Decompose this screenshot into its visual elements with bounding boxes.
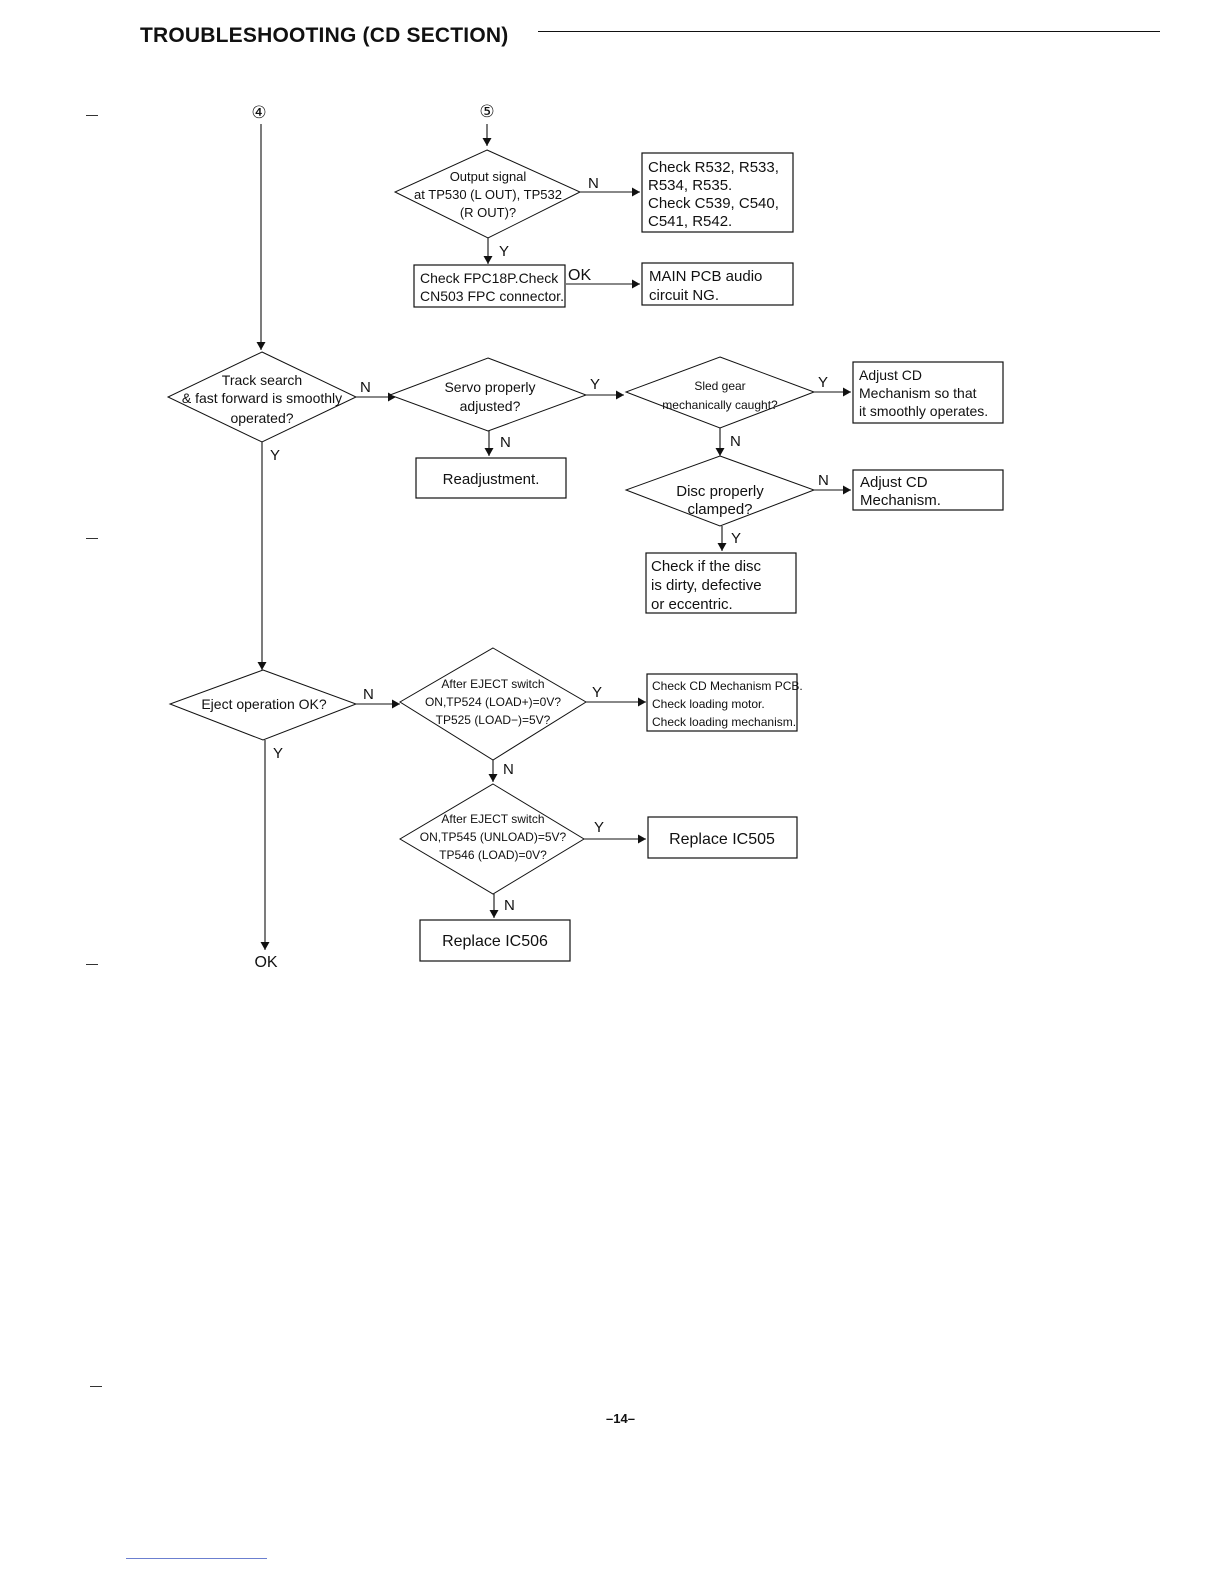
decision-text: Track search xyxy=(222,372,302,388)
page-title: TROUBLESHOOTING (CD SECTION) xyxy=(140,24,509,47)
end-ok: OK xyxy=(254,954,277,971)
box-text: Mechanism so that xyxy=(859,385,977,401)
box-text: Check FPC18P.Check xyxy=(420,270,559,286)
box-text: is dirty, defective xyxy=(651,577,762,594)
decision-text: Sled gear xyxy=(694,379,745,393)
decision-text: After EJECT switch xyxy=(441,812,544,826)
box-adjust-cd-1: Adjust CD Mechanism so that it smoothly … xyxy=(852,361,1004,424)
edge-label: Y xyxy=(592,684,602,701)
decision-track-search: Track search & fast forward is smoothly … xyxy=(166,351,358,443)
edge-label: N xyxy=(503,761,514,778)
edge-label: N xyxy=(360,379,371,396)
edge-label: Y xyxy=(590,376,600,393)
connector-4: ④ xyxy=(251,103,266,122)
decision-text: TP546 (LOAD)=0V? xyxy=(439,848,547,862)
decision-text: at TP530 (L OUT), TP532 xyxy=(414,187,562,202)
box-text: Mechanism. xyxy=(860,492,941,509)
edge-label: N xyxy=(504,897,515,914)
footer-rule xyxy=(126,1558,267,1559)
box-text: it smoothly operates. xyxy=(859,403,988,419)
box-text: MAIN PCB audio xyxy=(649,268,762,285)
decision-text: (R OUT)? xyxy=(460,205,516,220)
edge-label: Y xyxy=(270,447,280,464)
edge-label: N xyxy=(730,433,741,450)
box-replace-ic505: Replace IC505 xyxy=(647,816,798,859)
box-check-fpc: Check FPC18P.Check CN503 FPC connector. xyxy=(413,264,566,308)
decision-text: Output signal xyxy=(450,169,527,184)
decision-text: operated? xyxy=(230,410,293,426)
edge-labels: N Y OK N Y Y N Y N N Y N Y Y N Y N xyxy=(270,175,829,914)
scan-mark xyxy=(86,964,98,965)
edge-label: N xyxy=(818,472,829,489)
decision-sled-gear: Sled gear mechanically caught? xyxy=(624,356,816,429)
edge-label: Y xyxy=(818,374,828,391)
title-rule xyxy=(538,31,1160,32)
edge-label: Y xyxy=(731,530,741,547)
box-check-disc: Check if the disc is dirty, defective or… xyxy=(645,552,797,614)
scan-mark xyxy=(86,538,98,539)
connector-5: ⑤ xyxy=(479,102,494,121)
decision-text: & fast forward is smoothly xyxy=(182,390,342,406)
edge-label: OK xyxy=(568,267,591,284)
box-text: Check loading mechanism. xyxy=(652,715,796,729)
box-check-resistors: Check R532, R533, R534, R535. Check C539… xyxy=(641,152,794,233)
box-text: or eccentric. xyxy=(651,596,733,613)
box-text: circuit NG. xyxy=(649,287,719,304)
box-readjustment: Readjustment. xyxy=(415,457,567,499)
decision-after-eject-2: After EJECT switch ON,TP545 (UNLOAD)=5V?… xyxy=(399,783,585,895)
box-text: Check loading motor. xyxy=(652,697,765,711)
decision-after-eject-1: After EJECT switch ON,TP524 (LOAD+)=0V? … xyxy=(399,647,587,761)
box-text: Check C539, C540, xyxy=(648,195,779,212)
box-text: Check CD Mechanism PCB. xyxy=(652,679,803,693)
decision-text: Eject operation OK? xyxy=(201,696,327,712)
edge-label: Y xyxy=(273,745,283,762)
edge-label: N xyxy=(363,686,374,703)
decision-text: ON,TP524 (LOAD+)=0V? xyxy=(425,695,561,709)
box-text: Adjust CD xyxy=(860,474,928,491)
decision-text: clamped? xyxy=(687,501,752,518)
box-text: Check if the disc xyxy=(651,558,762,575)
decision-text: ON,TP545 (UNLOAD)=5V? xyxy=(420,830,567,844)
decision-text: Servo properly xyxy=(444,379,535,395)
box-text: C541, R542. xyxy=(648,213,732,230)
decision-text: Disc properly xyxy=(676,483,764,500)
scan-mark xyxy=(90,1386,102,1387)
box-check-cd-mechanism: Check CD Mechanism PCB. Check loading mo… xyxy=(646,673,803,732)
box-adjust-cd-2: Adjust CD Mechanism. xyxy=(852,469,1004,511)
decision-disc-clamped: Disc properly clamped? xyxy=(624,455,816,527)
decision-output-signal: Output signal at TP530 (L OUT), TP532 (R… xyxy=(393,149,582,239)
decision-servo: Servo properly adjusted? xyxy=(388,357,588,432)
box-text: Replace IC506 xyxy=(442,933,548,950)
edge-label: Y xyxy=(499,243,509,260)
box-text: Readjustment. xyxy=(443,471,540,488)
box-text: R534, R535. xyxy=(648,177,732,194)
edge-label: N xyxy=(588,175,599,192)
decision-text: TP525 (LOAD−)=5V? xyxy=(436,713,551,727)
box-text: CN503 FPC connector. xyxy=(420,288,564,304)
box-text: Adjust CD xyxy=(859,367,922,383)
decision-text: After EJECT switch xyxy=(441,677,544,691)
connector-lines xyxy=(256,124,851,950)
edge-label: N xyxy=(500,434,511,451)
box-replace-ic506: Replace IC506 xyxy=(419,919,571,962)
box-main-pcb: MAIN PCB audio circuit NG. xyxy=(641,262,794,306)
edge-label: Y xyxy=(594,819,604,836)
page-number: –14– xyxy=(606,1411,635,1426)
box-text: Check R532, R533, xyxy=(648,159,779,176)
box-text: Replace IC505 xyxy=(669,831,775,848)
decision-text: mechanically caught? xyxy=(662,398,778,412)
decision-eject: Eject operation OK? xyxy=(168,669,358,741)
decision-text: adjusted? xyxy=(460,398,521,414)
scan-mark xyxy=(86,115,98,116)
